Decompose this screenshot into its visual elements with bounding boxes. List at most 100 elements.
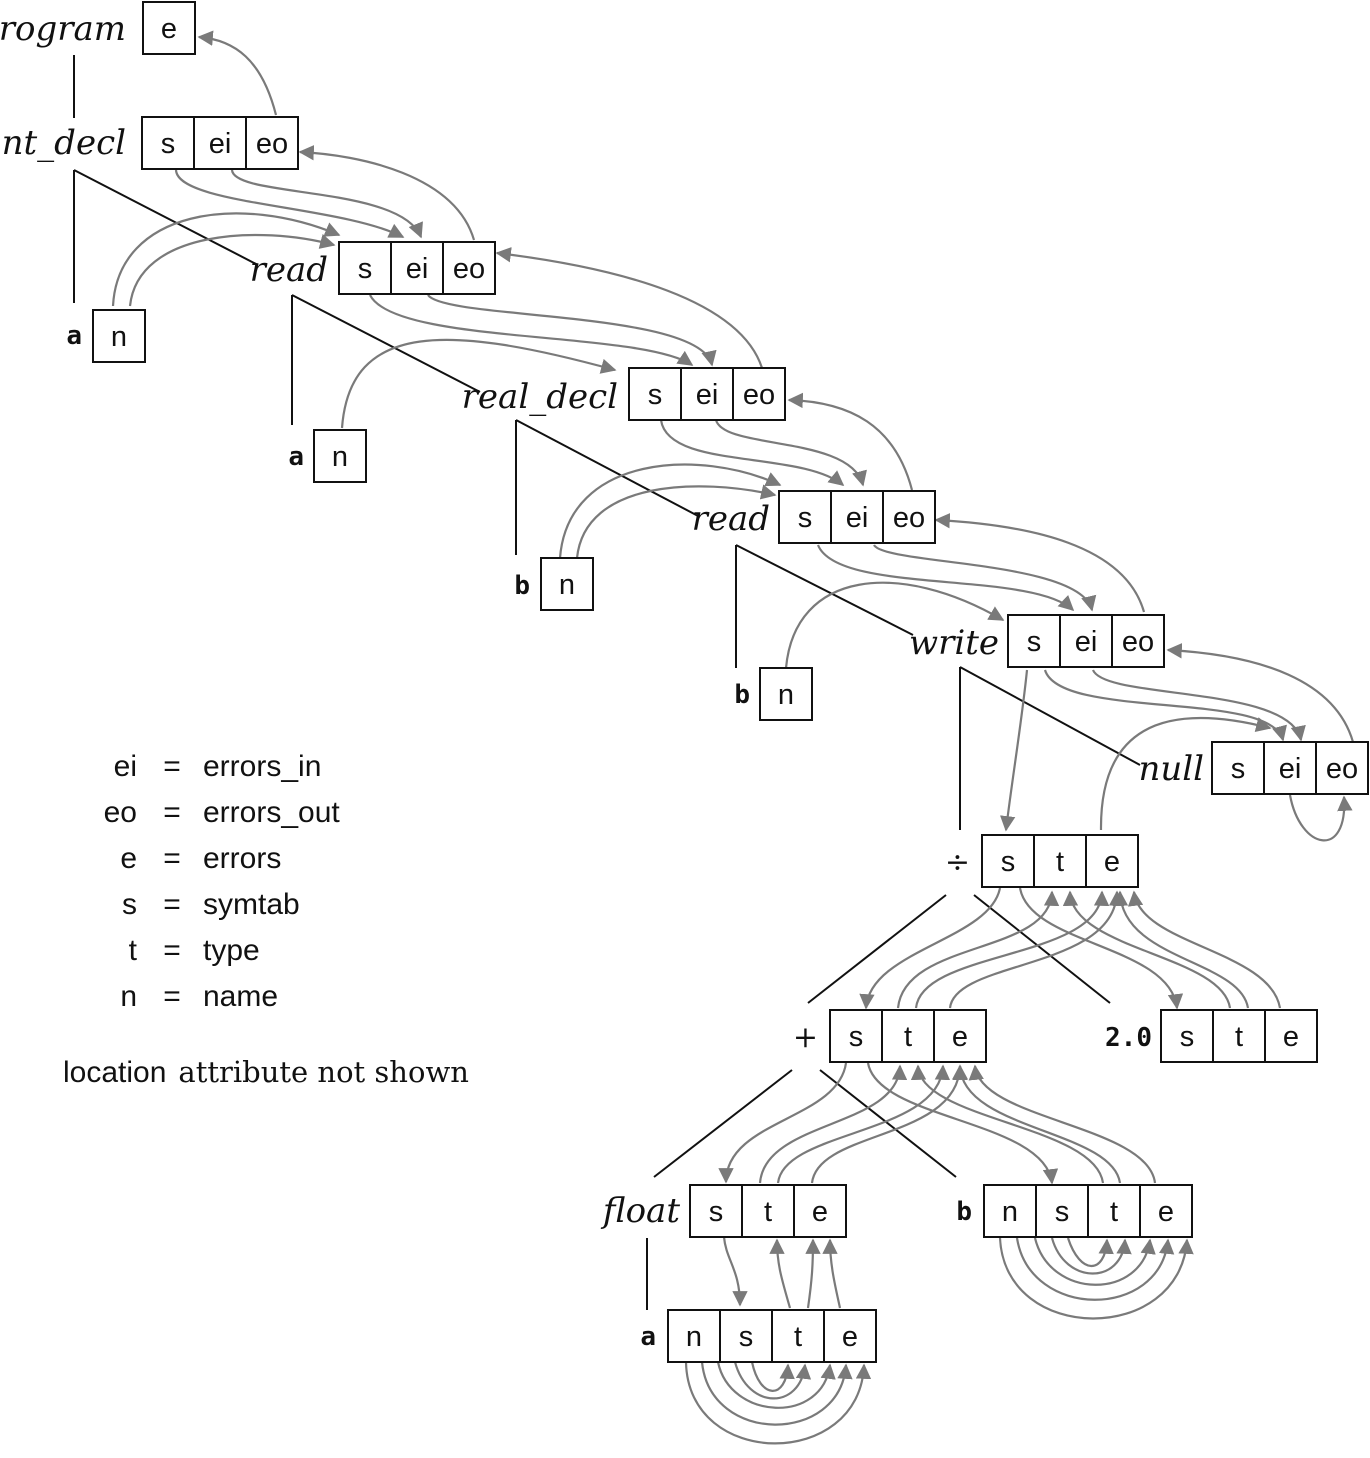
flow-read-ei-to-write-ei — [873, 544, 1097, 612]
attr-label-const-e: e — [1283, 1021, 1299, 1053]
attr-label-b1-n: n — [559, 569, 575, 601]
attr-cell-null-ei — [1263, 741, 1317, 795]
attr-box-b2: n — [759, 667, 813, 721]
flow-int_decl-s-to-read-ei — [174, 169, 405, 238]
attr-cell-read1-eo — [442, 241, 496, 295]
attr-label-write-s: s — [1027, 626, 1042, 658]
attr-cell-int_decl-ei — [193, 116, 247, 170]
attr-box-a1: n — [92, 309, 146, 363]
flow-a-n-to-read-s-outer — [111, 212, 341, 307]
flow-read-ei-to-real_decl-ei — [427, 294, 717, 367]
attr-cell-read2-ei — [830, 490, 884, 544]
flow-const-e-to-div-e — [1127, 890, 1282, 1009]
flow-div-e-to-null-ei — [1099, 716, 1272, 831]
attr-cell-float-e — [793, 1184, 847, 1238]
attr-cell-b3-t — [1087, 1184, 1141, 1238]
flow-a-n-to-real_decl-s — [340, 338, 617, 429]
flow-a-t-to-float-e — [805, 1238, 821, 1309]
legend-abbr-n: n — [120, 980, 137, 1013]
legend-abbr-s: s — [122, 888, 137, 921]
attr-label-div-t: t — [1056, 846, 1064, 878]
attr-cell-b1-n — [540, 557, 594, 611]
attr-cell-a1-n — [92, 309, 146, 363]
attr-cell-b2-n — [759, 667, 813, 721]
attr-label-int_decl-s: s — [161, 128, 176, 160]
flow-read-eo-to-real_decl-eo — [787, 392, 914, 491]
attr-cell-read2-eo — [882, 490, 936, 544]
attr-label-div-e: e — [1104, 846, 1120, 878]
attr-cell-read1-s — [338, 241, 392, 295]
flow-a-t-to-float-t — [769, 1238, 792, 1309]
attr-label-float-s: s — [709, 1196, 724, 1228]
attr-cell-write-s — [1007, 614, 1061, 668]
attr-cell-div-t — [1033, 834, 1087, 888]
flow-real_decl-eo-to-read-eo — [495, 247, 764, 369]
flow-b-s-to-b-e — [1033, 1237, 1156, 1286]
attr-box-b1: n — [540, 557, 594, 611]
flow-plus-t-to-div-e — [914, 890, 1110, 1009]
flow-a-n-to-read-s-inner — [128, 233, 336, 307]
flow-b-n-to-b-e-1 — [998, 1237, 1194, 1320]
flow-b-s-to-b-t-2 — [1066, 1237, 1114, 1268]
attr-label-real_decl-eo: eo — [743, 379, 775, 411]
attr-label-a1-n: n — [111, 321, 127, 353]
attr-label-b3-t: t — [1110, 1196, 1118, 1228]
legend-abbr-e: e — [120, 842, 137, 875]
tree-edges — [73, 55, 1141, 1310]
attr-label-read2-s: s — [798, 502, 813, 534]
attr-cell-b3-n — [983, 1184, 1037, 1238]
flow-plus-t-to-div-t — [896, 890, 1060, 1009]
attr-label-a3-s: s — [739, 1321, 754, 1353]
flow-null-eo-to-write-eo — [1166, 643, 1355, 743]
flow-b-t-to-plus-t — [910, 1064, 1105, 1184]
legend: ei=errors_ineo=errors_oute=errorss=symta… — [104, 750, 341, 1013]
label-b-3: b — [956, 1197, 972, 1227]
edge-read-real_decl — [291, 294, 481, 393]
attr-label-write-ei: ei — [1075, 626, 1098, 658]
flow-float-s-to-a-s — [722, 1236, 748, 1307]
flow-div-s-to-const-s — [1018, 887, 1184, 1010]
legend-full-symtab: symtab — [203, 888, 300, 921]
note-serif-part: attribute not shown — [178, 1055, 469, 1089]
label-program: program — [0, 9, 126, 49]
node-labels: program int_decl a read a real_decl b re… — [0, 9, 1204, 1352]
flow-real_decl-s-to-read-ei — [659, 419, 845, 486]
attr-label-read2-ei: ei — [846, 502, 869, 534]
legend-equals: = — [163, 796, 181, 829]
flow-a-s-to-a-t — [733, 1361, 812, 1400]
attr-label-int_decl-eo: eo — [256, 128, 288, 160]
attr-cell-a3-s — [719, 1309, 773, 1363]
attr-label-float-e: e — [812, 1196, 828, 1228]
flow-b-n-to-write-s — [784, 581, 1005, 669]
flow-int_decl-eo-to-program-e — [197, 30, 278, 116]
attr-label-real_decl-s: s — [648, 379, 663, 411]
flow-plus-s-to-b-s — [866, 1062, 1059, 1185]
legend-note: location attribute not shown — [63, 1055, 469, 1089]
flow-write-ei-to-null-ei — [1091, 669, 1306, 742]
flow-div-s-to-plus-s — [859, 887, 1002, 1010]
flow-b-n-to-b-e-2 — [1015, 1237, 1175, 1301]
attr-cell-read2-s — [778, 490, 832, 544]
attr-cell-div-e — [1085, 834, 1139, 888]
label-real_decl: real_decl — [462, 377, 618, 417]
label-a-3: a — [640, 1322, 656, 1352]
flow-plus-e-to-div-e — [948, 890, 1125, 1009]
flow-b-n-to-read-s-inner — [575, 484, 777, 559]
flow-a-n-to-a-e-2 — [700, 1361, 853, 1426]
legend-full-errors: errors — [203, 842, 281, 875]
attr-cell-float-t — [741, 1184, 795, 1238]
edge-int_decl-read — [73, 169, 259, 266]
label-b-2: b — [734, 680, 750, 710]
attr-cell-a3-n — [667, 1309, 721, 1363]
attr-label-div-s: s — [1001, 846, 1016, 878]
attr-cell-program-e — [142, 1, 196, 55]
legend-full-errors_out: errors_out — [203, 796, 340, 829]
